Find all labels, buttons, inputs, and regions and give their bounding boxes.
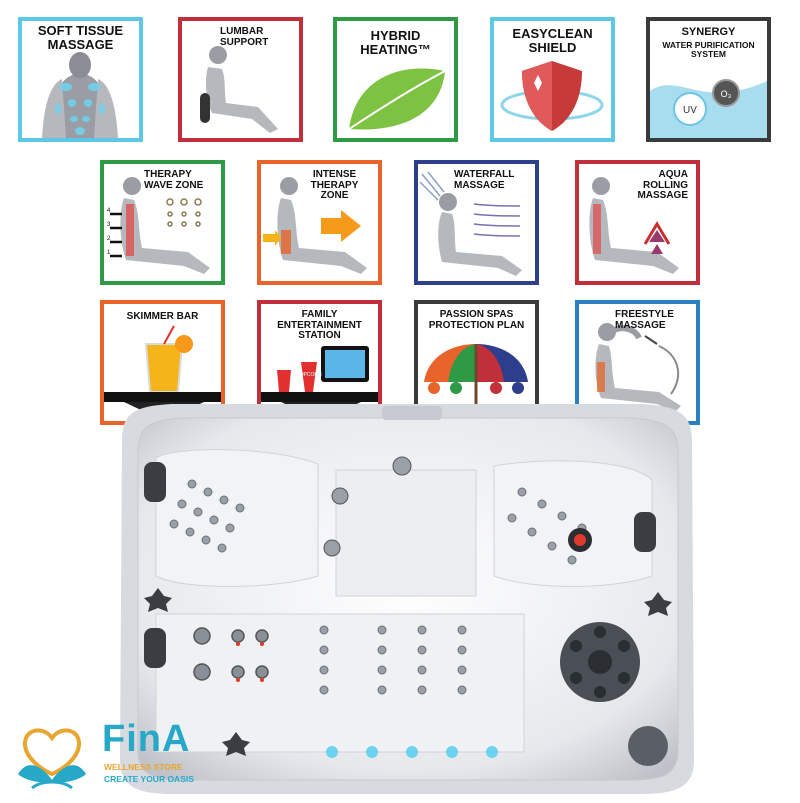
scale-1: 1: [107, 250, 111, 256]
shield-icon: [500, 61, 604, 131]
hot-tub-top-view: [120, 404, 694, 794]
feature-aqua-rolling-massage: AQUA ROLLING MASSAGE: [575, 160, 700, 285]
brand-logo: FinA WELLNESS STORE CREATE YOUR OASIS: [8, 718, 208, 798]
umbrella-icon: [424, 344, 528, 414]
logo-name: FinA: [102, 718, 191, 760]
feature-title: INTENSE THERAPY ZONE: [310, 169, 359, 201]
feature-title: EASYCLEAN SHIELD: [512, 26, 593, 55]
feature-title: PASSION SPAS PROTECTION PLAN: [428, 309, 525, 331]
feature-title: FREESTYLE MASSAGE: [615, 309, 674, 331]
uv-label: UV: [683, 105, 697, 116]
lotus-heart-icon: [18, 728, 86, 790]
popcorn-label: POPCORN: [296, 372, 322, 378]
feature-title: WATERFALL MASSAGE: [454, 169, 515, 191]
seated-person-icon: [200, 46, 278, 133]
feature-title: SYNERGY: [681, 26, 736, 38]
wave-therapy-icon: 4 3 2 1: [107, 177, 210, 274]
logo-line-1: WELLNESS STORE: [104, 762, 183, 772]
drink-glass-icon: [104, 325, 221, 421]
feature-title: FAMILY ENTERTAINMENT STATION: [277, 309, 362, 341]
feature-title: HYBRID HEATING™: [360, 28, 431, 57]
scale-2: 2: [107, 236, 111, 242]
feature-intense-therapy-zone: INTENSE THERAPY ZONE: [257, 160, 382, 285]
feature-synergy: UV O₃ SYNERGY WATER PURIFICATION SYSTEM: [646, 17, 771, 142]
water-splash-icon: UV O₃: [650, 79, 767, 138]
intense-therapy-icon: [263, 177, 367, 274]
leaf-icon: [348, 68, 446, 130]
feature-title: AQUA ROLLING MASSAGE: [637, 169, 688, 201]
feature-easyclean-shield: EASYCLEAN SHIELD: [490, 17, 615, 142]
feature-soft-tissue-massage: SOFT TISSUE MASSAGE: [18, 17, 143, 142]
back-muscles-icon: [42, 52, 118, 138]
feature-title: SOFT TISSUE MASSAGE: [37, 23, 124, 52]
feature-title: LUMBAR SUPPORT: [220, 26, 269, 48]
logo-line-2: CREATE YOUR OASIS: [104, 774, 194, 784]
scale-3: 3: [107, 222, 111, 228]
freestyle-massage-icon: [595, 323, 681, 412]
feature-hybrid-heating: HYBRID HEATING™: [333, 17, 458, 142]
feature-title: SKIMMER BAR: [126, 311, 199, 322]
o3-label: O₃: [721, 89, 732, 99]
feature-waterfall-massage: WATERFALL MASSAGE: [414, 160, 539, 285]
aqua-rolling-icon: [589, 177, 679, 274]
scale-4: 4: [107, 208, 111, 214]
feature-title: THERAPY WAVE ZONE: [144, 169, 204, 191]
feature-subtitle: WATER PURIFICATION SYSTEM: [662, 40, 755, 59]
waterfall-icon: [419, 171, 522, 276]
feature-therapy-wave-zone: 4 3 2 1 THERAPY WAVE ZONE: [100, 160, 225, 285]
feature-lumbar-support: LUMBAR SUPPORT: [178, 17, 303, 142]
